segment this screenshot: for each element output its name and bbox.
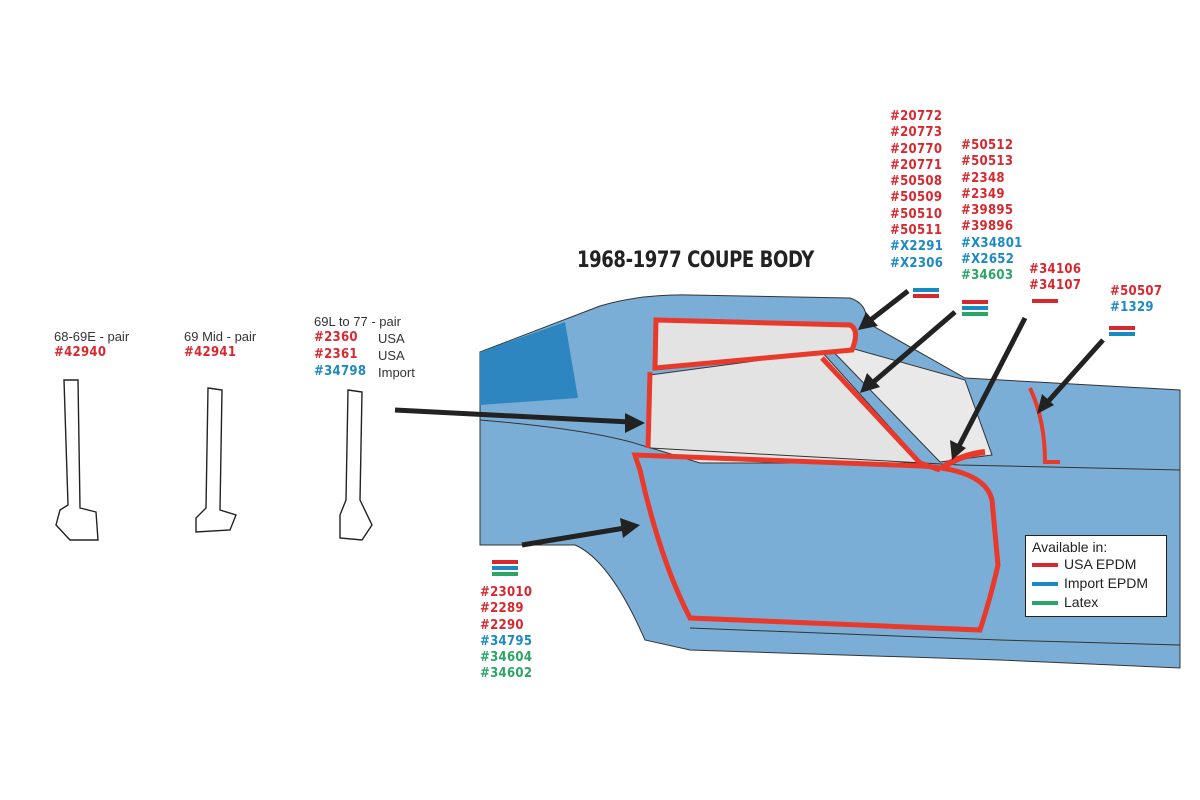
part-number: #34795 xyxy=(480,633,533,649)
part-number: #42940 xyxy=(54,345,107,360)
part-number: #39895 xyxy=(961,203,1014,219)
pillar-69-mid: 69 Mid - pair #42941 xyxy=(184,328,256,361)
legend-label: Import EPDM xyxy=(1064,575,1149,591)
part-number: #X2652 xyxy=(961,252,1015,268)
part-number: #X34801 xyxy=(961,235,1023,251)
legend-label: Latex xyxy=(1064,594,1099,610)
tbar-part-list: #34106 #34107 xyxy=(1029,262,1081,295)
part-note: USA xyxy=(378,348,405,363)
part-number: #34604 xyxy=(480,650,533,666)
import-epdm-swatch xyxy=(1032,581,1058,586)
page-title: 1968-1977 COUPE BODY xyxy=(577,248,814,273)
door-part-list: #23010 #2289 #2290 #34795 #34604 #34602 xyxy=(480,585,532,683)
part-number: #2349 xyxy=(961,186,1005,202)
part-number: #2360 xyxy=(314,330,358,345)
legend-label: USA EPDM xyxy=(1064,556,1137,572)
pillar-drawings xyxy=(55,379,373,541)
part-number: #23010 xyxy=(480,585,533,600)
pillar-caption: 68-69E - pair xyxy=(54,329,130,344)
quarter-glass-seal xyxy=(652,317,858,371)
part-number: #2348 xyxy=(961,170,1005,186)
part-number: #20773 xyxy=(890,125,943,141)
part-number: #50510 xyxy=(890,206,943,222)
pillar-caption: 69 Mid - pair xyxy=(184,329,257,344)
part-number: #20770 xyxy=(890,141,943,157)
part-number: #1329 xyxy=(1110,300,1154,316)
pillar-caption: 69L to 77 - pair xyxy=(314,314,401,329)
part-number: #50511 xyxy=(890,223,943,239)
part-number: #2289 xyxy=(480,601,524,617)
legend-title: Available in: xyxy=(1032,539,1108,555)
part-number: #X2306 xyxy=(890,255,944,271)
pillar-68-69e: 68-69E - pair #42940 xyxy=(54,328,129,361)
part-number: #34603 xyxy=(961,268,1014,284)
part-number: #20771 xyxy=(890,157,943,173)
usa-epdm-swatch xyxy=(1032,562,1058,567)
rear-window-glass xyxy=(820,339,993,463)
roof-part-list: #20772 #20773 #20770 #20771 #50508 #5050… xyxy=(890,109,943,272)
legend: Available in: USA EPDM Import EPDM Latex xyxy=(1025,535,1167,617)
part-number: #34107 xyxy=(1029,278,1082,294)
part-number: #50512 xyxy=(961,138,1014,153)
part-number: #50513 xyxy=(961,154,1014,170)
tbar-availability-bars xyxy=(1032,299,1058,305)
part-number: #50509 xyxy=(890,190,943,206)
part-number: #20772 xyxy=(890,109,943,124)
part-number: #34106 xyxy=(1029,262,1082,277)
rocker-line xyxy=(689,627,1181,646)
part-note: Import xyxy=(378,365,415,380)
part-number: #2290 xyxy=(480,617,524,633)
rear-seal xyxy=(1028,387,1060,464)
pillar-seal xyxy=(645,371,653,449)
part-note: USA xyxy=(378,331,405,346)
door-availability-bars xyxy=(492,560,518,578)
part-number: #50508 xyxy=(890,174,943,190)
part-number: #34602 xyxy=(480,666,533,682)
pointer-arrows xyxy=(394,289,1105,548)
tbar-seal xyxy=(940,449,986,471)
part-number: #2361 xyxy=(314,347,358,362)
part-number: #42941 xyxy=(184,345,237,360)
rear-part-list: #50507 #1329 xyxy=(1110,284,1162,317)
latex-swatch xyxy=(1032,600,1058,605)
roof-availability-bars xyxy=(913,288,939,300)
rear-availability-bars xyxy=(1109,326,1135,338)
windshield-glass-front xyxy=(480,322,578,405)
part-number: #X2291 xyxy=(890,239,944,255)
part-number: #34798 xyxy=(314,364,367,379)
door-seal xyxy=(631,452,1001,633)
part-number: #50507 xyxy=(1110,284,1163,299)
windshield-availability-bars xyxy=(962,300,988,318)
part-number: #39896 xyxy=(961,219,1014,235)
windshield-part-list: #50512 #50513 #2348 #2349 #39895 #39896 … xyxy=(961,138,1023,285)
